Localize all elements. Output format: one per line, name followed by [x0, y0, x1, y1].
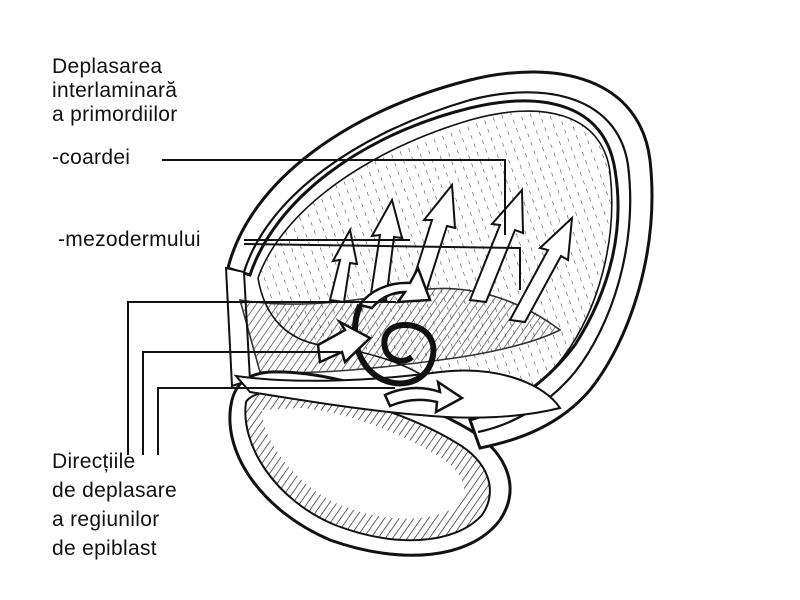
- label-mezodermului: -mezodermului: [58, 228, 201, 252]
- title-line-1: Deplasarea: [52, 55, 178, 79]
- directions-line-4: de epiblast: [52, 534, 177, 563]
- directions-line-2: de deplasare: [52, 476, 177, 505]
- directions-line-1: Direcțiile: [52, 447, 177, 476]
- title-line-2: interlaminară: [52, 79, 178, 103]
- directions-label: Direcțiile de deplasare a regiunilor de …: [52, 447, 177, 563]
- title-line-3: a primordiilor: [52, 103, 178, 127]
- label-coardei: -coardei: [52, 146, 130, 170]
- title-label: Deplasarea interlaminară a primordiilor: [52, 55, 178, 127]
- directions-line-3: a regiunilor: [52, 505, 177, 534]
